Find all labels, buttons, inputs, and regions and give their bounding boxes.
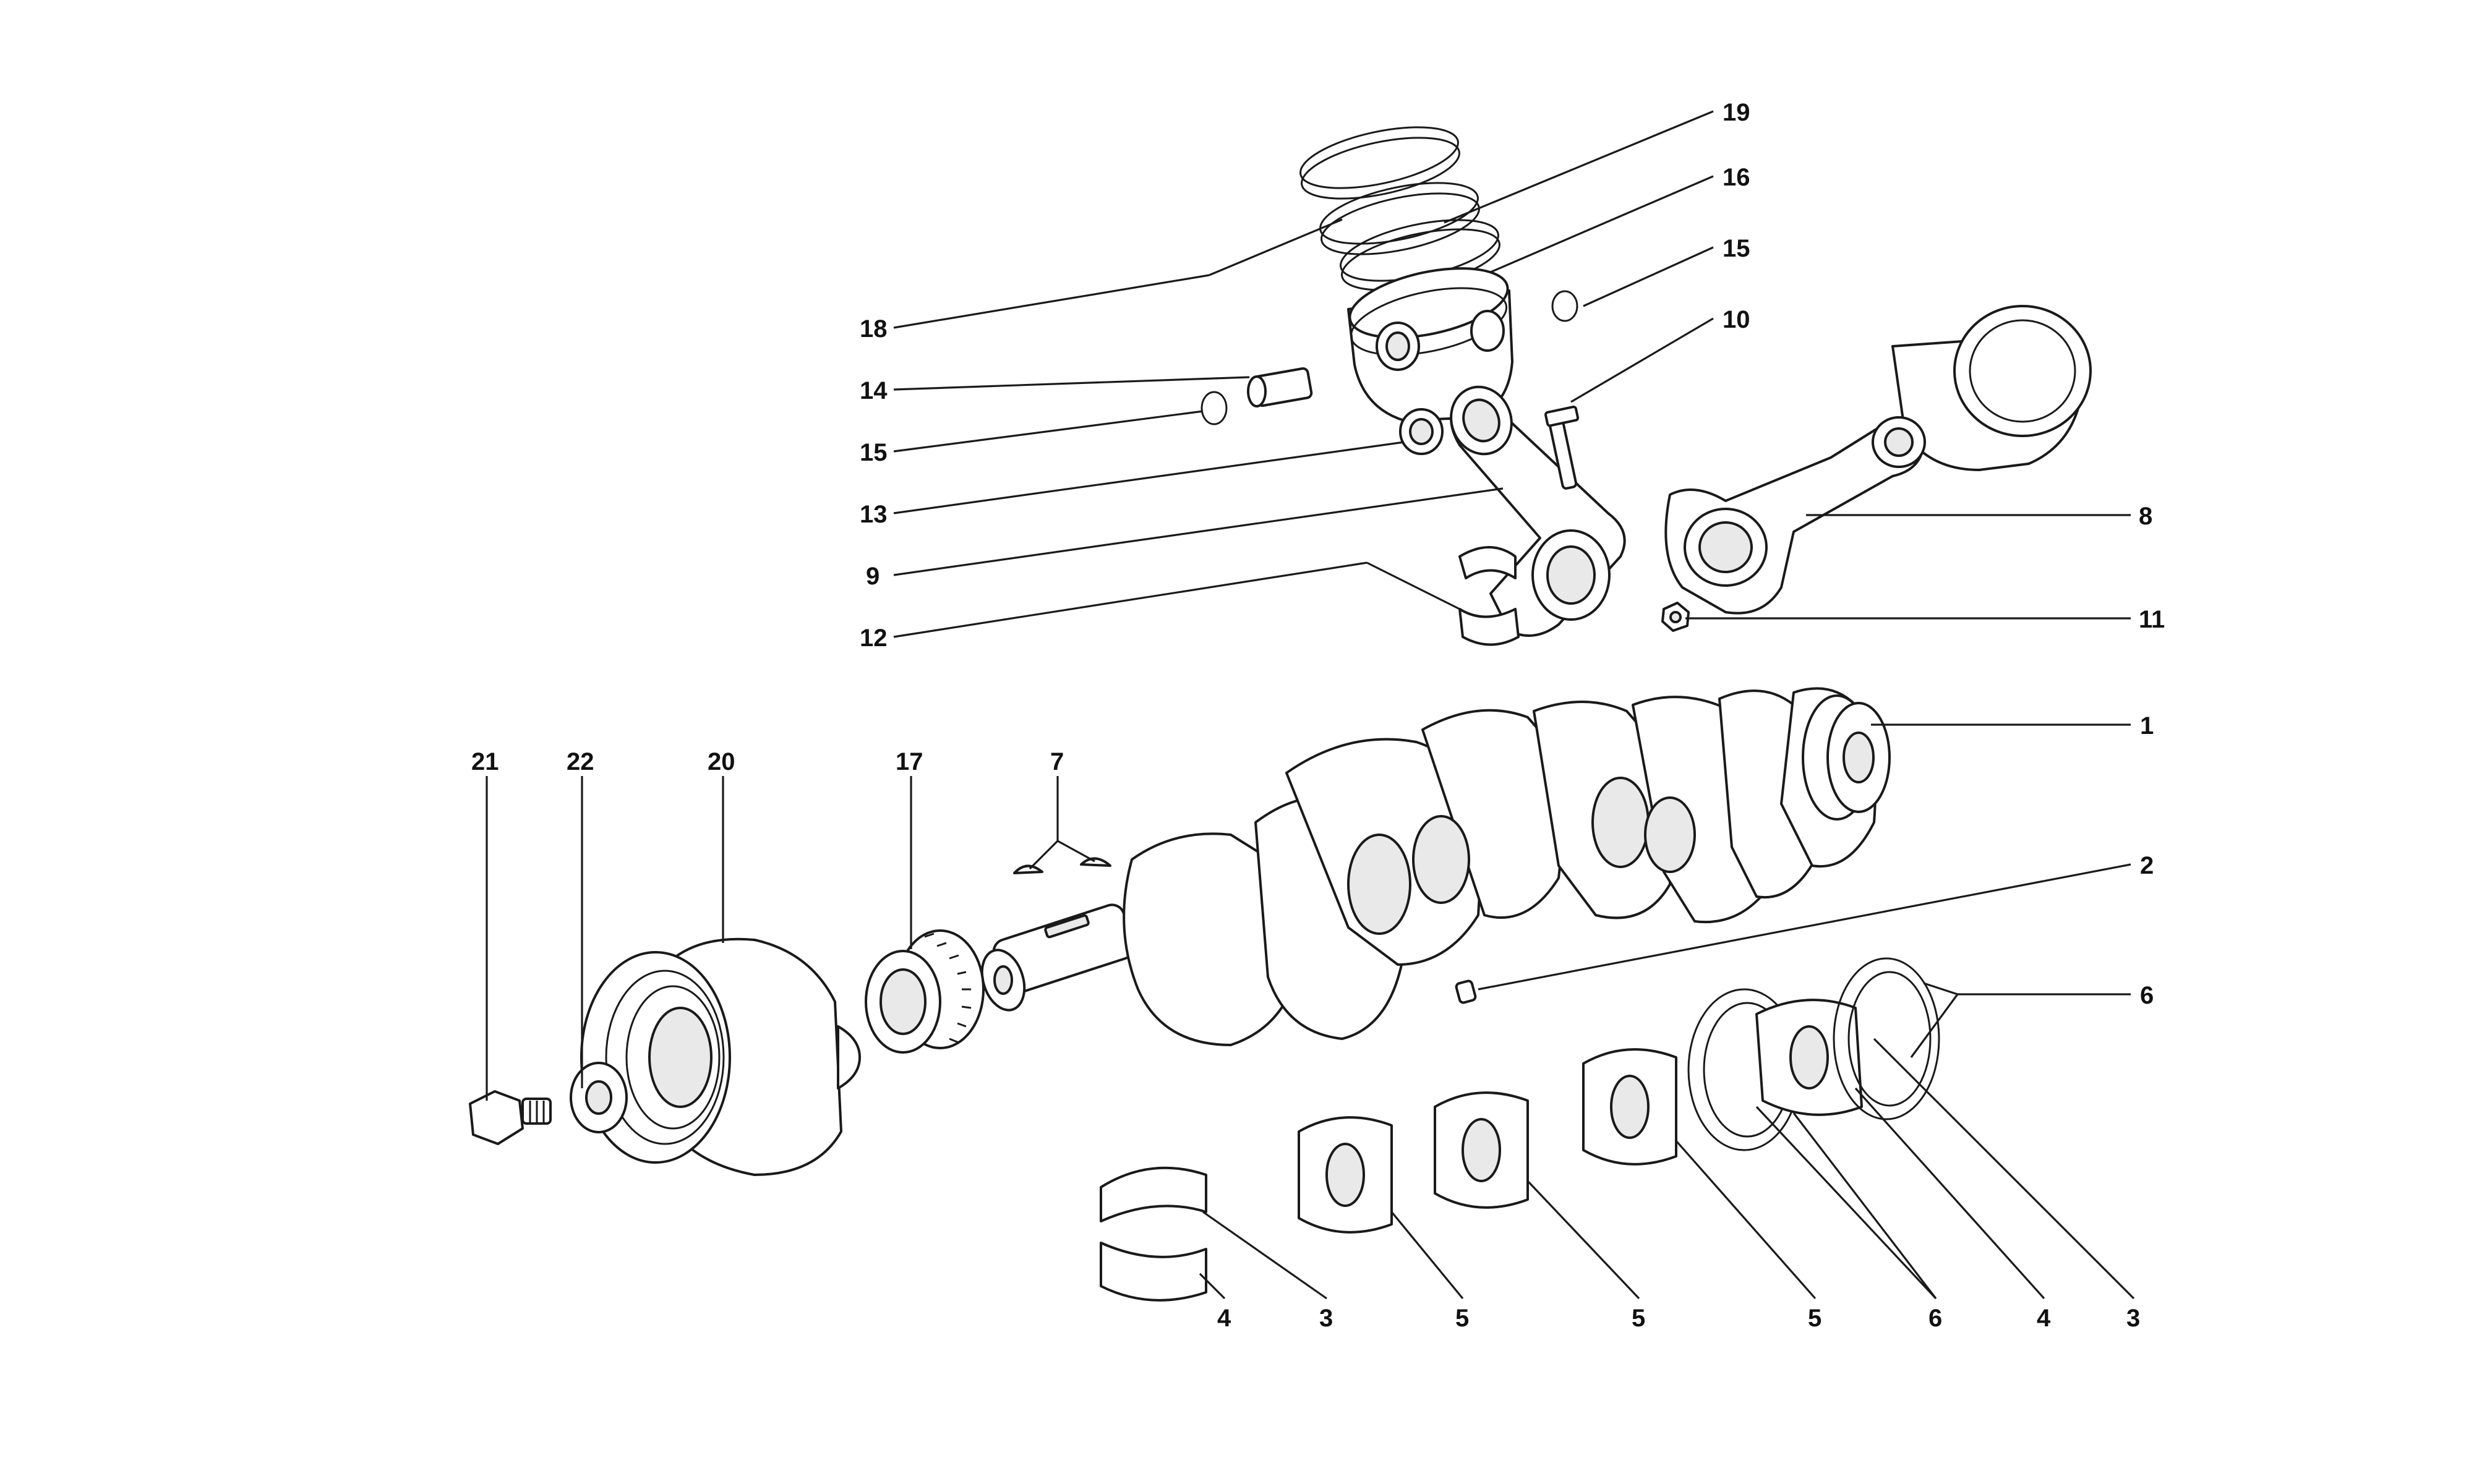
bearing-shells-pair-1	[1100, 1166, 1207, 1302]
spacer-washer	[570, 1062, 628, 1133]
callout-5-b: 5	[1632, 1305, 1645, 1332]
rod-bolt	[1544, 405, 1580, 490]
callout-10: 10	[1723, 306, 1750, 333]
callout-21: 21	[471, 748, 499, 775]
callout-12: 12	[860, 625, 888, 652]
callout-9: 9	[866, 563, 880, 590]
callout-16: 16	[1723, 164, 1750, 191]
callout-5-c: 5	[1808, 1305, 1821, 1332]
callout-20: 20	[708, 748, 735, 775]
callout-6-right: 6	[2140, 982, 2154, 1009]
connecting-rod-left	[1450, 385, 1626, 637]
callout-11: 11	[2139, 606, 2165, 633]
pulley-bolt	[469, 1090, 552, 1145]
callout-14: 14	[860, 377, 888, 404]
callout-15-right: 15	[1723, 235, 1750, 262]
callout-7: 7	[1050, 748, 1064, 775]
callout-numbers: 19 16 15 10 18 14 15 13 9 12 8 11 1 2 6 …	[471, 99, 2165, 1332]
bearing-shell-5	[1755, 999, 1863, 1116]
callout-3-left: 3	[1319, 1305, 1333, 1332]
callout-19: 19	[1723, 99, 1750, 126]
callout-3-right: 3	[2126, 1305, 2140, 1332]
callout-22: 22	[567, 748, 594, 775]
woodruff-keys	[1013, 857, 1111, 874]
callout-6-bottom: 6	[1928, 1305, 1942, 1332]
callout-13: 13	[860, 501, 888, 528]
callout-4-right: 4	[2037, 1305, 2051, 1332]
callout-5-a: 5	[1455, 1305, 1469, 1332]
piston-rings	[1299, 126, 1500, 291]
callout-17: 17	[896, 748, 923, 775]
bearing-shell-4	[1582, 1048, 1677, 1166]
crankshaft	[980, 687, 1891, 1046]
piston-right	[1891, 305, 2092, 471]
rod-nut	[1661, 602, 1690, 632]
callout-2: 2	[2140, 852, 2154, 879]
circlip-left	[1201, 391, 1228, 425]
thrust-washer-2	[1833, 957, 1940, 1120]
damper-pulley	[580, 937, 861, 1176]
callout-18: 18	[860, 315, 888, 343]
rod-bearing-shells	[1458, 546, 1520, 646]
piston	[1347, 267, 1513, 422]
callout-4-left: 4	[1217, 1305, 1231, 1332]
circlip-right	[1551, 290, 1578, 322]
bearing-shell-2	[1298, 1116, 1393, 1234]
callout-15-left: 15	[860, 439, 888, 466]
bearing-shell-3	[1434, 1091, 1529, 1209]
callout-1: 1	[2140, 712, 2154, 740]
connecting-rod-right	[1664, 416, 1926, 615]
small-end-bush	[1399, 408, 1444, 455]
timing-gear	[865, 929, 985, 1054]
callout-8: 8	[2139, 503, 2152, 530]
leader-lines	[486, 110, 2135, 1300]
gudgeon-pin	[1247, 367, 1313, 407]
